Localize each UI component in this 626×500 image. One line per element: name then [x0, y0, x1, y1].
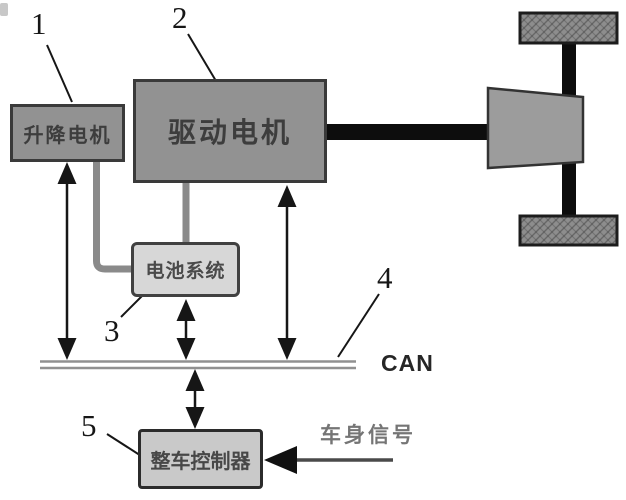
- lift-motor-box: 升降电机: [10, 104, 125, 162]
- leader-line-4: [337, 293, 380, 358]
- arrow-body-signal: [264, 446, 393, 474]
- body-signal-label: 车身信号: [320, 424, 416, 447]
- vehicle-controller-box: 整车控制器: [138, 429, 263, 489]
- ref-label-1: 1: [31, 6, 47, 41]
- lift-motor-label: 升降电机: [23, 124, 112, 147]
- ref-label-5: 5: [81, 408, 97, 443]
- corner-smudge-artifact: [0, 3, 8, 16]
- arrow-battery-can: [176, 299, 196, 360]
- gearbox-differential: [486, 86, 585, 170]
- drive-motor-label: 驱动电机: [167, 117, 292, 148]
- power-line-battery-to-lift-motor: [93, 162, 131, 273]
- battery-system-box: 电池系统: [131, 242, 240, 297]
- arrow-lift-motor-can: [57, 162, 77, 360]
- can-bus-label: CAN: [381, 350, 434, 376]
- ref-label-2: 2: [172, 0, 188, 35]
- arrow-can-vcu: [185, 369, 205, 429]
- vehicle-controller-label: 整车控制器: [150, 450, 251, 473]
- arrow-drive-motor-can: [277, 185, 297, 360]
- wheel-bottom: [518, 214, 619, 247]
- leader-line-1: [46, 44, 73, 103]
- drive-motor-box: 驱动电机: [133, 79, 327, 183]
- battery-system-label: 电池系统: [145, 261, 226, 282]
- wheel-top: [518, 11, 619, 45]
- leader-line-2: [187, 33, 217, 82]
- ref-label-3: 3: [104, 313, 120, 348]
- ref-label-4: 4: [377, 260, 393, 295]
- drive-shaft: [327, 124, 489, 140]
